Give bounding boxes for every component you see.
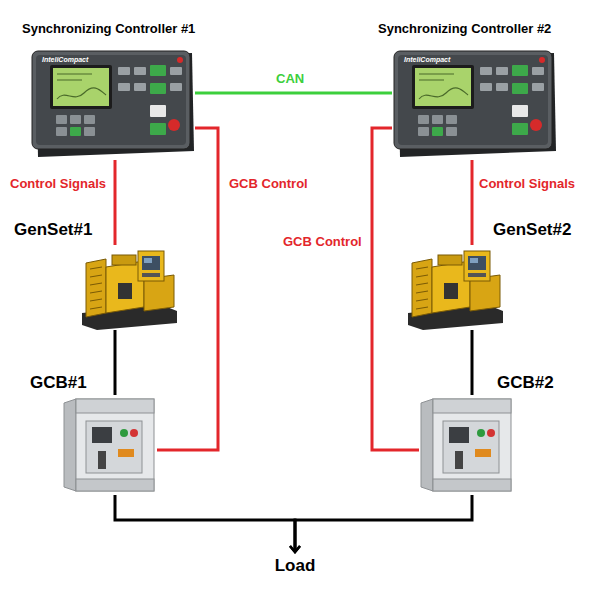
control-wire <box>372 128 419 450</box>
device-heading: Synchronizing Controller #2 <box>378 22 551 37</box>
load-terminal: Load <box>262 554 328 578</box>
control-wire <box>114 160 117 245</box>
device-heading: GenSet#1 <box>14 220 92 240</box>
power-cable <box>471 330 474 395</box>
controller-device: Synchronizing Controller #1InteliCompact <box>30 45 195 160</box>
power-cable <box>115 495 295 552</box>
controller-picture <box>32 51 194 157</box>
control-wire <box>157 128 218 450</box>
controller-picture <box>394 51 556 157</box>
device-heading: GCB#1 <box>30 373 87 393</box>
power-cable <box>114 330 117 395</box>
wire-label: Control Signals <box>479 176 575 191</box>
circuit-breaker: GCB#1 <box>62 395 157 495</box>
wire-label: GCB Control <box>283 234 362 249</box>
device-heading: GenSet#2 <box>493 220 571 240</box>
power-cable <box>295 495 472 552</box>
controller-device: Synchronizing Controller #2InteliCompact <box>392 45 557 160</box>
genset-unit: GenSet#2 <box>408 245 503 330</box>
load-label: Load <box>262 556 328 576</box>
device-heading: GCB#2 <box>497 373 554 393</box>
brand-mark: InteliCompact <box>42 56 88 64</box>
genset-picture <box>408 251 503 330</box>
brand-mark: InteliCompact <box>404 56 450 64</box>
breaker-picture <box>64 399 154 491</box>
circuit-breaker: GCB#2 <box>419 395 514 495</box>
wire-label: GCB Control <box>229 176 308 191</box>
device-heading: Synchronizing Controller #1 <box>22 22 195 37</box>
genset-picture <box>82 251 177 330</box>
wire-label: CAN <box>276 71 304 86</box>
can-bus-line <box>195 92 392 95</box>
breaker-picture <box>421 399 511 491</box>
genset-unit: GenSet#1 <box>82 245 177 330</box>
control-wire <box>471 160 474 245</box>
wire-label: Control Signals <box>10 176 106 191</box>
